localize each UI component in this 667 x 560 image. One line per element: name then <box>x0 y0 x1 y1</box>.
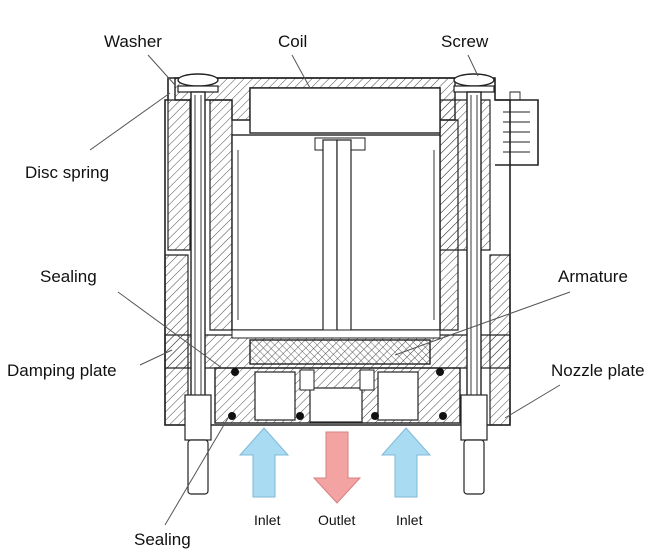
housing-inner-right <box>439 119 459 331</box>
label-outlet: Outlet <box>318 512 355 528</box>
label-inlet-right: Inlet <box>396 512 423 528</box>
screw-left <box>177 73 219 495</box>
label-armature: Armature <box>558 267 628 286</box>
leader-lines <box>89 54 571 526</box>
armature <box>231 139 441 339</box>
label-sealing-bottom: Sealing <box>134 530 191 549</box>
outlet-arrow <box>312 431 362 504</box>
housing-inner-left <box>209 99 233 331</box>
damping-plate <box>249 339 431 365</box>
label-screw: Screw <box>441 32 489 51</box>
label-inlet-left: Inlet <box>254 512 281 528</box>
inlet-arrow-left <box>238 427 290 498</box>
housing-left-upper <box>167 99 191 251</box>
label-sealing-left: Sealing <box>40 267 97 286</box>
label-coil: Coil <box>278 32 307 51</box>
label-damping-plate: Damping plate <box>7 361 117 380</box>
label-disc-spring: Disc spring <box>25 163 109 182</box>
label-washer: Washer <box>104 32 162 51</box>
screw-right <box>453 73 495 495</box>
nozzle-plate <box>214 367 461 424</box>
label-nozzle-plate: Nozzle plate <box>551 361 645 380</box>
inlet-arrow-right <box>380 427 432 498</box>
